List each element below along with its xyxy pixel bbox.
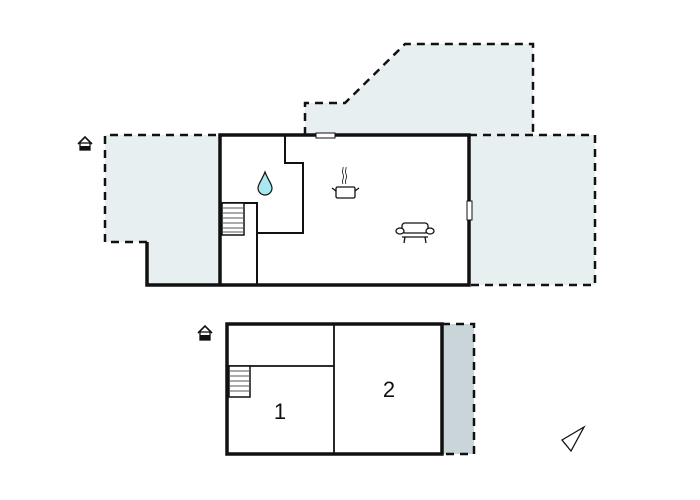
stairs-icon xyxy=(228,365,251,398)
terrace-top xyxy=(303,42,535,135)
stairs-icon xyxy=(221,202,245,236)
water-drop-icon xyxy=(257,170,273,196)
upper-floor-building xyxy=(145,133,471,287)
lower-floor-building xyxy=(225,322,444,456)
terrace-left xyxy=(103,133,220,285)
window-right xyxy=(466,200,473,221)
terrace-right xyxy=(469,133,597,287)
entrance-icon xyxy=(77,135,93,151)
sofa-icon xyxy=(395,222,435,244)
cooking-pot-icon xyxy=(331,166,360,199)
window-top xyxy=(315,132,336,139)
room-1-label: 1 xyxy=(273,399,287,424)
terrace-lower-right xyxy=(442,322,476,456)
north-arrow-icon xyxy=(561,425,586,453)
room-2-label: 2 xyxy=(382,377,396,402)
entrance-icon xyxy=(197,324,213,341)
